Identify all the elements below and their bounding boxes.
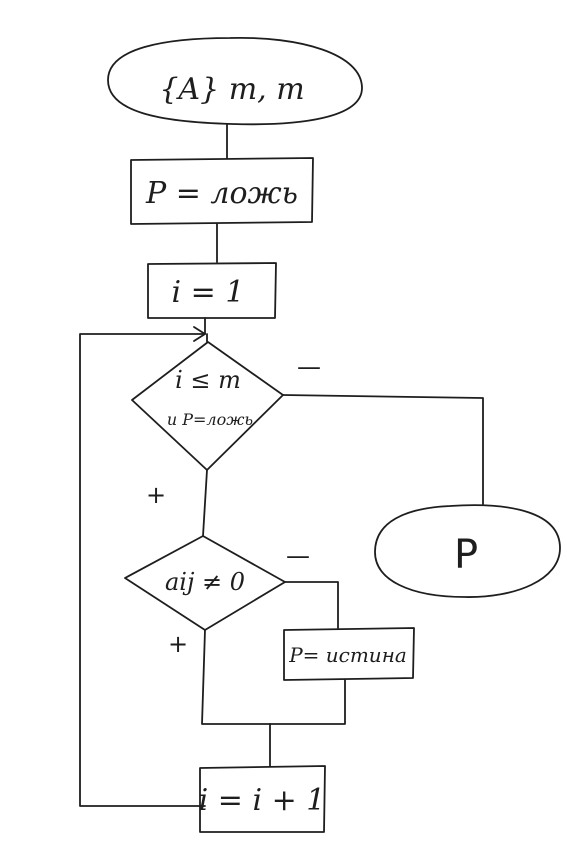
init-i-label: i = 1 [172, 275, 245, 310]
loop-back-line [79, 333, 206, 807]
loop-condition-decision: i ≤ m и P=ложь [131, 341, 284, 471]
element-condition-label: aij ≠ 0 [165, 568, 245, 596]
end-oval [374, 504, 561, 598]
loop-condition-line2: и P=ложь [167, 410, 253, 429]
assign-true-box [283, 627, 415, 681]
loop-arrow-head [193, 326, 206, 342]
init-p-label: P = ложь [145, 176, 298, 211]
connector-assign-to-merge [269, 679, 346, 725]
init-i-process: i = 1 [147, 262, 277, 319]
connector-cond1-false-to-end [282, 394, 484, 505]
connector-cond2-true-to-merge [201, 629, 271, 725]
assign-true-process: P= истина [283, 627, 415, 681]
branch-label-plus-loop: + [146, 481, 166, 509]
connector-cond1-true-to-cond2 [202, 469, 208, 537]
branch-label-plus-elem: + [168, 630, 188, 658]
assign-true-label: P= истина [288, 643, 407, 667]
start-oval [107, 36, 363, 126]
loop-condition-diamond [131, 341, 284, 471]
branch-label-minus-elem: — [286, 542, 310, 570]
increment-box [199, 765, 326, 833]
end-terminal: P [374, 504, 561, 598]
loop-condition-line1: i ≤ m [175, 366, 241, 394]
init-i-box [147, 262, 277, 319]
start-label: {A} m, m [159, 72, 304, 107]
connector-cond2-false-to-assign [284, 581, 339, 629]
init-p-process: P = ложь [130, 157, 314, 225]
start-terminal: {A} m, m [107, 36, 363, 126]
increment-process: i = i + 1 [199, 765, 326, 833]
increment-label: i = i + 1 [199, 783, 326, 818]
init-p-box [130, 157, 314, 225]
branch-label-minus-loop: — [297, 353, 321, 381]
end-label: P [454, 532, 478, 578]
element-condition-decision: aij ≠ 0 [124, 535, 286, 631]
